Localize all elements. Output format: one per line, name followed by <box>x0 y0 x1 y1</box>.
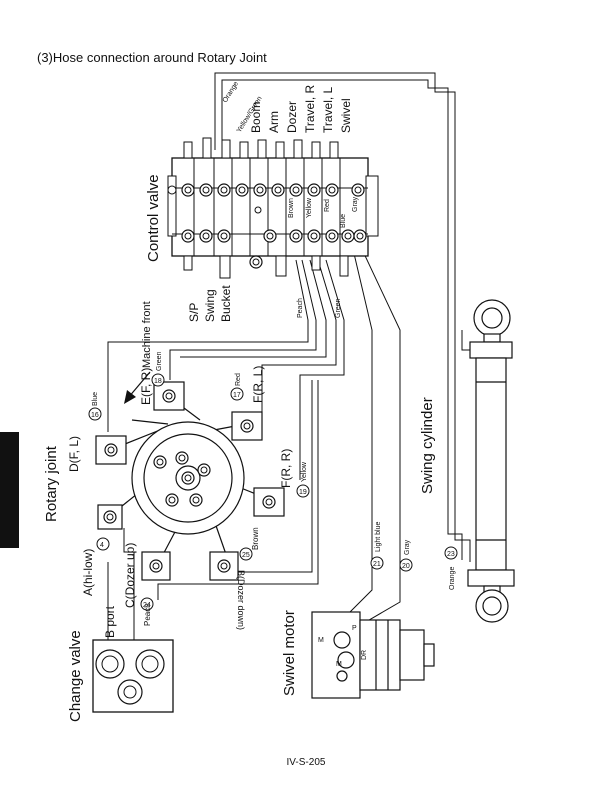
port-23-number: 23 <box>447 551 455 558</box>
valve-label-arm: Arm <box>267 111 281 133</box>
port-25-color: Brown <box>251 527 260 550</box>
valve-label-sp: S/P <box>187 303 201 322</box>
control-valve-title: Control valve <box>145 174 162 262</box>
port-19-number: 19 <box>299 489 307 496</box>
port-24-color: Peach <box>143 603 152 626</box>
port-24-number: 24 <box>143 602 151 609</box>
valve-label-boom: Boom <box>249 102 263 133</box>
valve-section-labels: Boom Arm Dozer Travel, R Travel, L Swive… <box>187 84 353 322</box>
page-number: IV-S-205 <box>286 757 326 768</box>
port-20-number: 20 <box>402 563 410 570</box>
port-23-color: Orange <box>449 567 456 590</box>
port-16-name: D(F, L) <box>67 436 81 472</box>
hose-peach-label: Peach <box>297 298 304 318</box>
port-25-name: B(Dozer down) <box>236 570 246 630</box>
port-25-number: 25 <box>242 552 250 559</box>
valve-label-travel-r: Travel, R <box>303 84 317 133</box>
motor-mark-dr: DR <box>361 650 368 660</box>
valve-label-swivel: Swivel <box>339 98 353 133</box>
valve-label-dozer: Dozer <box>285 101 299 133</box>
port-21-number: 21 <box>373 561 381 568</box>
swing-cylinder-title: Swing cylinder <box>419 397 436 494</box>
change-valve-title: Change valve <box>67 630 84 722</box>
motor-mark-p: P <box>352 625 357 632</box>
change-valve <box>92 639 174 713</box>
port-blue-label: Blue <box>340 214 347 228</box>
control-valve <box>167 137 379 279</box>
port-16-number: 16 <box>91 412 99 419</box>
port-17-name: F(R, L) <box>251 366 265 403</box>
chapter-tab <box>0 432 19 548</box>
port-16-color: Blue <box>92 392 99 406</box>
hose-green-label: Green <box>335 298 342 318</box>
port-17-color: Red <box>235 373 242 386</box>
swivel-motor-title: Swivel motor <box>281 610 298 696</box>
port-18-color: Green <box>156 351 163 371</box>
rotary-joint-title: Rotary joint <box>43 445 60 522</box>
port-gray-label: Gray <box>352 196 359 212</box>
port-21-color: Light blue <box>375 522 382 552</box>
port-4-name: A(hi-low) <box>81 549 95 596</box>
port-17-number: 17 <box>233 392 241 399</box>
motor-mark-m2: M <box>336 661 342 668</box>
port-brown-label: Brown <box>288 198 295 218</box>
valve-label-swing: Swing <box>203 289 217 322</box>
port-yellow-label: Yellow <box>306 197 313 218</box>
port-labels: 16 Blue D(F, L) 18 Green E(F, R) 17 Red … <box>67 351 489 630</box>
section-title: (3)Hose connection around Rotary Joint <box>37 50 267 65</box>
motor-mark-m1: M <box>318 637 324 644</box>
port-19-color: Yellow <box>301 461 308 482</box>
swivel-motor <box>311 611 435 699</box>
hose-orange-label: Orange <box>222 80 240 104</box>
port-red-label: Red <box>324 199 331 212</box>
port-19-name: F(R, R) <box>279 449 293 488</box>
valve-label-travel-l: Travel, L <box>321 86 335 133</box>
port-18-name: E(F, R) <box>139 368 153 405</box>
port-20-color: Gray <box>404 539 411 555</box>
valve-label-bucket: Bucket <box>219 285 233 322</box>
swing-cylinder <box>467 299 515 623</box>
port-4-number: 4 <box>100 542 104 549</box>
hose-lines <box>107 72 472 640</box>
machine-front-label: Machine front <box>141 301 153 368</box>
machine-front-arrow <box>124 371 151 404</box>
port-24-name: C(Dozer up) <box>123 543 137 608</box>
port-18-number: 18 <box>154 378 162 385</box>
b-port-label: B port <box>103 605 117 638</box>
